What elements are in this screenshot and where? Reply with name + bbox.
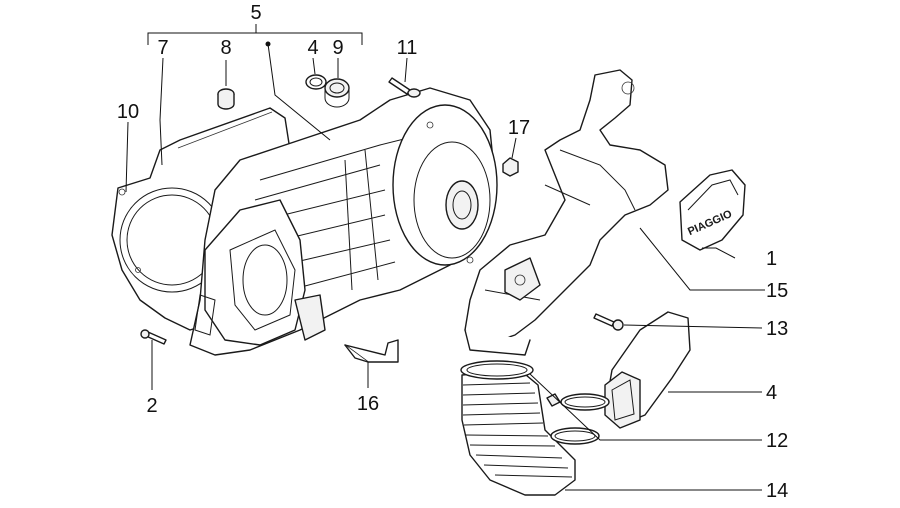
callout-10: 10 xyxy=(117,101,139,123)
part-1-logo-cover: PIAGGIO xyxy=(679,169,746,251)
callout-17: 17 xyxy=(508,117,530,139)
leader-lines xyxy=(125,24,765,491)
callout-11: 11 xyxy=(397,37,418,59)
part-12-clamp xyxy=(546,393,610,445)
callout-6: 4 xyxy=(307,37,318,59)
part-17-nut xyxy=(502,157,519,177)
callout-8: 8 xyxy=(220,37,231,59)
callout-labels: 5 7 8 4 9 11 10 17 1 15 13 4 12 14 2 16 xyxy=(117,2,788,502)
callout-16: 16 xyxy=(357,393,379,415)
callout-13: 13 xyxy=(766,318,788,340)
part-15-air-duct xyxy=(464,69,669,356)
callout-7: 7 xyxy=(157,37,168,59)
part-9-seal xyxy=(324,78,350,108)
part-11-screw xyxy=(388,77,421,98)
part-14-hose xyxy=(460,360,576,496)
part-8-plug xyxy=(217,88,235,110)
callout-9: 9 xyxy=(332,37,343,59)
callout-5: 5 xyxy=(250,2,261,24)
callout-15: 15 xyxy=(766,280,788,302)
part-6-o-ring xyxy=(305,74,327,90)
part-2-screw xyxy=(140,329,167,345)
crankcase-body xyxy=(189,87,498,356)
callout-14: 14 xyxy=(766,480,788,502)
callout-4: 4 xyxy=(766,382,777,404)
callout-2: 2 xyxy=(146,395,157,417)
callout-12: 12 xyxy=(766,430,788,452)
part-4-intake xyxy=(604,311,691,429)
part-13-screw xyxy=(593,313,624,331)
part-16-bracket xyxy=(344,339,399,363)
callout-1: 1 xyxy=(766,248,777,270)
